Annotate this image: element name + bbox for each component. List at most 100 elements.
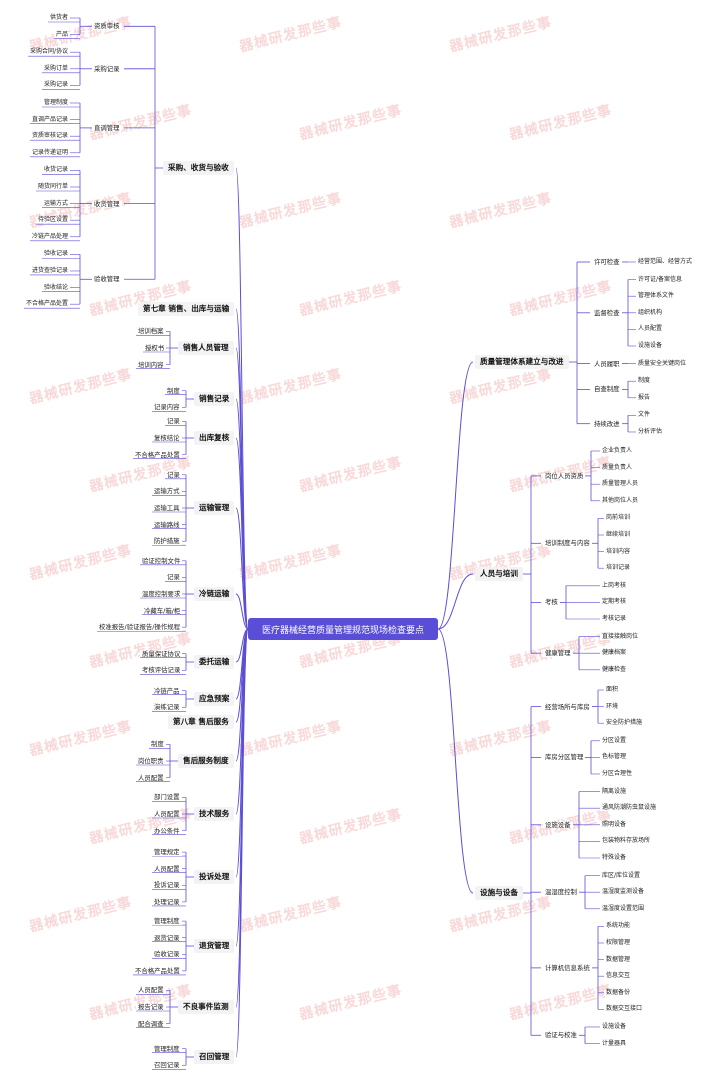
left-branch-0-group-4-item-0[interactable]: 验收记录 (42, 250, 71, 258)
left-branch-9[interactable]: 第八章 售后服务 (168, 715, 234, 729)
left-branch-0-group-1-item-2[interactable]: 采购记录 (42, 81, 71, 89)
left-branch-3[interactable]: 销售记录 (194, 392, 235, 406)
right-branch-2[interactable]: 设施与设备 (475, 886, 523, 900)
right-branch-2-group-3[interactable]: 温湿度控制 (543, 888, 579, 897)
left-branch-4-item-1[interactable]: 复核结论 (152, 434, 182, 442)
right-branch-0-group-2[interactable]: 人员履职 (592, 359, 622, 368)
left-branch-0-group-2-item-2[interactable]: 资质审核记录 (30, 132, 71, 140)
left-branch-5-item-1[interactable]: 运输方式 (152, 487, 182, 496)
left-branch-8[interactable]: 应急预案 (194, 692, 235, 706)
right-branch-2-group-4-item-5[interactable]: 数据交互接口 (604, 1005, 645, 1013)
left-branch-13-item-3[interactable]: 不合格产品处置 (133, 966, 182, 975)
left-branch-13-item-0[interactable]: 管理制度 (152, 917, 182, 926)
left-branch-12-item-2[interactable]: 投诉记录 (152, 881, 182, 890)
right-branch-2-group-4-item-3[interactable]: 信息交互 (604, 972, 633, 980)
right-branch-2-group-3-item-0[interactable]: 库区/库位设置 (600, 871, 643, 879)
left-branch-10-item-0[interactable]: 制度 (149, 740, 166, 749)
left-branch-8-item-1[interactable]: 演练记录 (152, 703, 182, 712)
left-branch-0-group-2-item-0[interactable]: 管理制度 (42, 98, 71, 106)
right-branch-1-group-1[interactable]: 培训制度与内容 (543, 539, 592, 548)
left-branch-15-item-0[interactable]: 管理制度 (152, 1044, 182, 1053)
left-branch-14-item-2[interactable]: 配合调查 (136, 1019, 166, 1028)
right-branch-1-group-0-item-2[interactable]: 质量管理人员 (600, 480, 641, 488)
right-branch-2-group-5-item-0[interactable]: 设施设备 (600, 1022, 629, 1030)
right-branch-1-group-2-item-0[interactable]: 上岗考核 (600, 581, 629, 589)
right-branch-2-group-1-item-0[interactable]: 分区设置 (600, 736, 629, 744)
right-branch-2-group-4-item-2[interactable]: 数据管理 (604, 955, 633, 963)
left-branch-6-item-3[interactable]: 冷藏车/箱/柜 (142, 606, 183, 615)
right-branch-1-group-0-item-3[interactable]: 其他岗位人员 (600, 496, 641, 504)
right-branch-1-group-2-item-1[interactable]: 定期考核 (600, 598, 629, 606)
right-branch-0-group-1-item-0[interactable]: 许可证/备案信息 (636, 275, 685, 283)
left-branch-0-group-3-item-2[interactable]: 运输方式 (42, 199, 71, 207)
left-branch-4[interactable]: 出库复核 (194, 431, 235, 445)
right-branch-1-group-1-item-1[interactable]: 继续培训 (604, 530, 633, 538)
left-branch-13-item-1[interactable]: 退货记录 (152, 933, 182, 942)
left-branch-11-item-2[interactable]: 办公条件 (152, 826, 182, 835)
left-branch-0-group-0[interactable]: 资质审核 (92, 22, 122, 31)
left-branch-13[interactable]: 退货管理 (194, 939, 235, 953)
left-branch-0-group-0-item-1[interactable]: 产品 (54, 30, 71, 38)
left-branch-15[interactable]: 召回管理 (194, 1050, 235, 1064)
right-branch-1-group-3-item-1[interactable]: 健康档案 (600, 649, 629, 657)
left-branch-0-group-1-item-0[interactable]: 采购合同/协议 (28, 48, 71, 56)
left-branch-0-group-3[interactable]: 收货管理 (92, 199, 122, 208)
left-branch-0-group-4-item-1[interactable]: 进货查验记录 (30, 266, 71, 274)
left-branch-0-group-0-item-0[interactable]: 供货者 (48, 14, 71, 21)
left-branch-12[interactable]: 投诉处理 (194, 870, 235, 884)
right-branch-2-group-1[interactable]: 库房分区管理 (543, 753, 586, 762)
right-branch-0-group-1-item-4[interactable]: 设施设备 (636, 341, 665, 349)
right-branch-2-group-1-item-1[interactable]: 色标管理 (600, 753, 629, 761)
right-branch-0[interactable]: 质量管理体系建立与改进 (475, 355, 569, 369)
left-branch-11-item-1[interactable]: 人员配置 (152, 810, 182, 818)
left-branch-0-group-1[interactable]: 采购记录 (92, 64, 122, 73)
left-branch-5[interactable]: 运输管理 (194, 501, 235, 515)
root-node[interactable]: 医疗器械经营质量管理规范现场检查要点 (248, 618, 438, 640)
right-branch-1-group-0-item-1[interactable]: 质量负责人 (600, 463, 635, 471)
left-branch-0-group-3-item-0[interactable]: 收货记录 (42, 166, 71, 174)
right-branch-0-group-0[interactable]: 许可检查 (592, 258, 622, 266)
right-branch-2-group-4[interactable]: 计算机信息系统 (543, 963, 592, 972)
left-branch-2-item-0[interactable]: 培训档案 (136, 327, 166, 336)
right-branch-0-group-3-item-1[interactable]: 报告 (636, 393, 653, 401)
left-branch-0-group-3-item-4[interactable]: 冷链产品处理 (30, 232, 71, 240)
right-branch-2-group-2-item-2[interactable]: 照明设备 (600, 820, 629, 828)
right-branch-2-group-2[interactable]: 设施设备 (543, 820, 573, 829)
right-branch-1-group-1-item-3[interactable]: 培训记录 (604, 564, 633, 572)
left-branch-11-item-0[interactable]: 部门设置 (152, 793, 182, 802)
left-branch-15-item-1[interactable]: 召回记录 (152, 1061, 182, 1070)
left-branch-10-item-1[interactable]: 岗位职责 (136, 757, 166, 765)
left-branch-7-item-1[interactable]: 考核评估记录 (140, 666, 183, 675)
left-branch-0-group-1-item-1[interactable]: 采购订单 (42, 64, 71, 72)
left-branch-0-group-4-item-2[interactable]: 验收结论 (42, 283, 71, 291)
right-branch-1-group-2-item-2[interactable]: 考核记录 (600, 614, 629, 622)
right-branch-0-group-0-item-0[interactable]: 经营范围、经营方式 (636, 258, 695, 265)
left-branch-14-item-1[interactable]: 报告记录 (136, 1003, 166, 1011)
left-branch-5-item-3[interactable]: 运输路线 (152, 520, 182, 529)
left-branch-6-item-0[interactable]: 验证控制文件 (140, 556, 183, 565)
right-branch-0-group-4[interactable]: 持续改进 (592, 419, 622, 428)
left-branch-12-item-0[interactable]: 管理规定 (152, 848, 182, 857)
right-branch-1-group-0-item-0[interactable]: 企业负责人 (600, 447, 635, 454)
left-branch-13-item-2[interactable]: 验收记录 (152, 950, 182, 959)
left-branch-3-item-0[interactable]: 制度 (165, 386, 182, 395)
left-branch-14[interactable]: 不良事件监测 (178, 1000, 234, 1014)
left-branch-6-item-2[interactable]: 温度控制要求 (140, 590, 183, 598)
left-branch-5-item-0[interactable]: 记录 (165, 470, 182, 479)
right-branch-1-group-3[interactable]: 健康管理 (543, 649, 573, 658)
left-branch-7-item-0[interactable]: 质量保证协议 (140, 649, 183, 658)
right-branch-2-group-5[interactable]: 验证与校准 (543, 1031, 579, 1040)
left-branch-0-group-4-item-3[interactable]: 不合格产品处置 (24, 300, 71, 308)
right-branch-1-group-1-item-0[interactable]: 岗前培训 (604, 514, 633, 522)
right-branch-2-group-0-item-2[interactable]: 安全防护措施 (604, 719, 645, 727)
right-branch-0-group-1-item-2[interactable]: 组织机构 (636, 308, 665, 316)
right-branch-0-group-4-item-1[interactable]: 分析评估 (636, 427, 665, 435)
left-branch-6[interactable]: 冷链运输 (194, 587, 235, 601)
left-branch-0-group-4[interactable]: 验收管理 (92, 275, 122, 284)
right-branch-0-group-3[interactable]: 自查制度 (592, 385, 622, 394)
right-branch-2-group-4-item-4[interactable]: 数据备份 (604, 988, 633, 996)
left-branch-6-item-1[interactable]: 记录 (165, 573, 182, 582)
left-branch-5-item-4[interactable]: 防护措施 (152, 537, 182, 546)
left-branch-2-item-1[interactable]: 授权书 (143, 344, 167, 352)
left-branch-5-item-2[interactable]: 运输工具 (152, 504, 182, 512)
